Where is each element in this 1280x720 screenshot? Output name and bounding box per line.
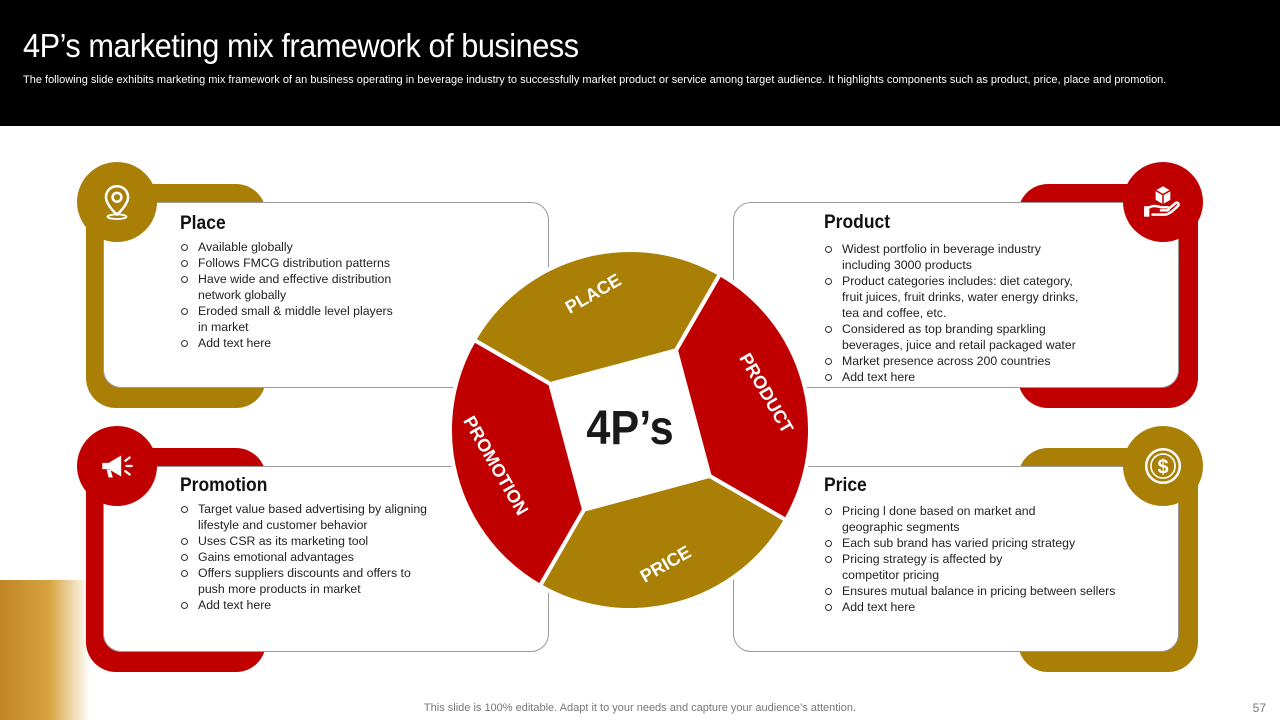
- list-item: Add text here: [180, 597, 448, 613]
- list-item: Offers suppliers discounts and offers to…: [180, 565, 448, 597]
- list-item: Add text here: [824, 369, 1114, 385]
- place-title: Place: [180, 213, 226, 234]
- promotion-icon-badge: [77, 426, 157, 506]
- list-item: Market presence across 200 countries: [824, 353, 1114, 369]
- list-item: Have wide and effective distribution net…: [180, 271, 410, 303]
- product-bullet-list: Widest portfolio in beverage industry in…: [824, 241, 1114, 385]
- location-pin-icon: [104, 184, 130, 220]
- price-bullet-list: Pricing l done based on market and geogr…: [824, 503, 1144, 615]
- promotion-bullet-list: Target value based advertising by aligni…: [180, 501, 448, 613]
- slide-header: 4P’s marketing mix framework of business…: [0, 0, 1280, 126]
- list-item: Add text here: [180, 335, 410, 351]
- list-item: Each sub brand has varied pricing strate…: [824, 535, 1144, 551]
- list-item: Eroded small & middle level players in m…: [180, 303, 410, 335]
- place-bullet-list: Available globally Follows FMCG distribu…: [180, 239, 410, 351]
- price-panel: [733, 466, 1179, 652]
- wheel-segment-place: [471, 248, 723, 387]
- svg-text:$: $: [1157, 456, 1168, 478]
- list-item: Considered as top branding sparkling bev…: [824, 321, 1114, 353]
- list-item: Ensures mutual balance in pricing betwee…: [824, 583, 1144, 599]
- list-item: Target value based advertising by aligni…: [180, 501, 448, 533]
- list-item: Pricing strategy is affected by competit…: [824, 551, 1144, 583]
- wheel-segment-promotion: [448, 337, 587, 589]
- footer-note: This slide is 100% editable. Adapt it to…: [423, 702, 857, 714]
- slide-title: 4P’s marketing mix framework of business: [23, 27, 579, 64]
- list-item: Pricing l done based on market and geogr…: [824, 503, 1144, 535]
- list-item: Follows FMCG distribution patterns: [180, 255, 410, 271]
- list-item: Uses CSR as its marketing tool: [180, 533, 448, 549]
- promotion-title: Promotion: [180, 475, 268, 496]
- price-icon-badge: $: [1123, 426, 1203, 506]
- hand-box-icon: [1144, 186, 1180, 217]
- page-number: 57: [1252, 701, 1266, 715]
- wheel-center-label: 4P’s: [586, 401, 673, 455]
- place-icon-badge: [77, 162, 157, 242]
- product-panel: [733, 202, 1179, 388]
- price-title: Price: [824, 475, 867, 496]
- slide-subtitle: The following slide exhibits marketing m…: [23, 74, 1167, 86]
- wheel-segment-product: [673, 271, 812, 523]
- product-icon-badge: [1123, 162, 1203, 242]
- product-title: Product: [824, 212, 891, 233]
- megaphone-icon: [102, 455, 133, 478]
- list-item: Gains emotional advantages: [180, 549, 448, 565]
- list-item: Available globally: [180, 239, 410, 255]
- list-item: Add text here: [824, 599, 1144, 615]
- dollar-coin-icon: $: [1144, 447, 1182, 485]
- list-item: Product categories includes: diet catego…: [824, 273, 1114, 321]
- decorative-corner-shape: [0, 580, 90, 720]
- list-item: Widest portfolio in beverage industry in…: [824, 241, 1114, 273]
- wheel-segment-price: [537, 473, 789, 612]
